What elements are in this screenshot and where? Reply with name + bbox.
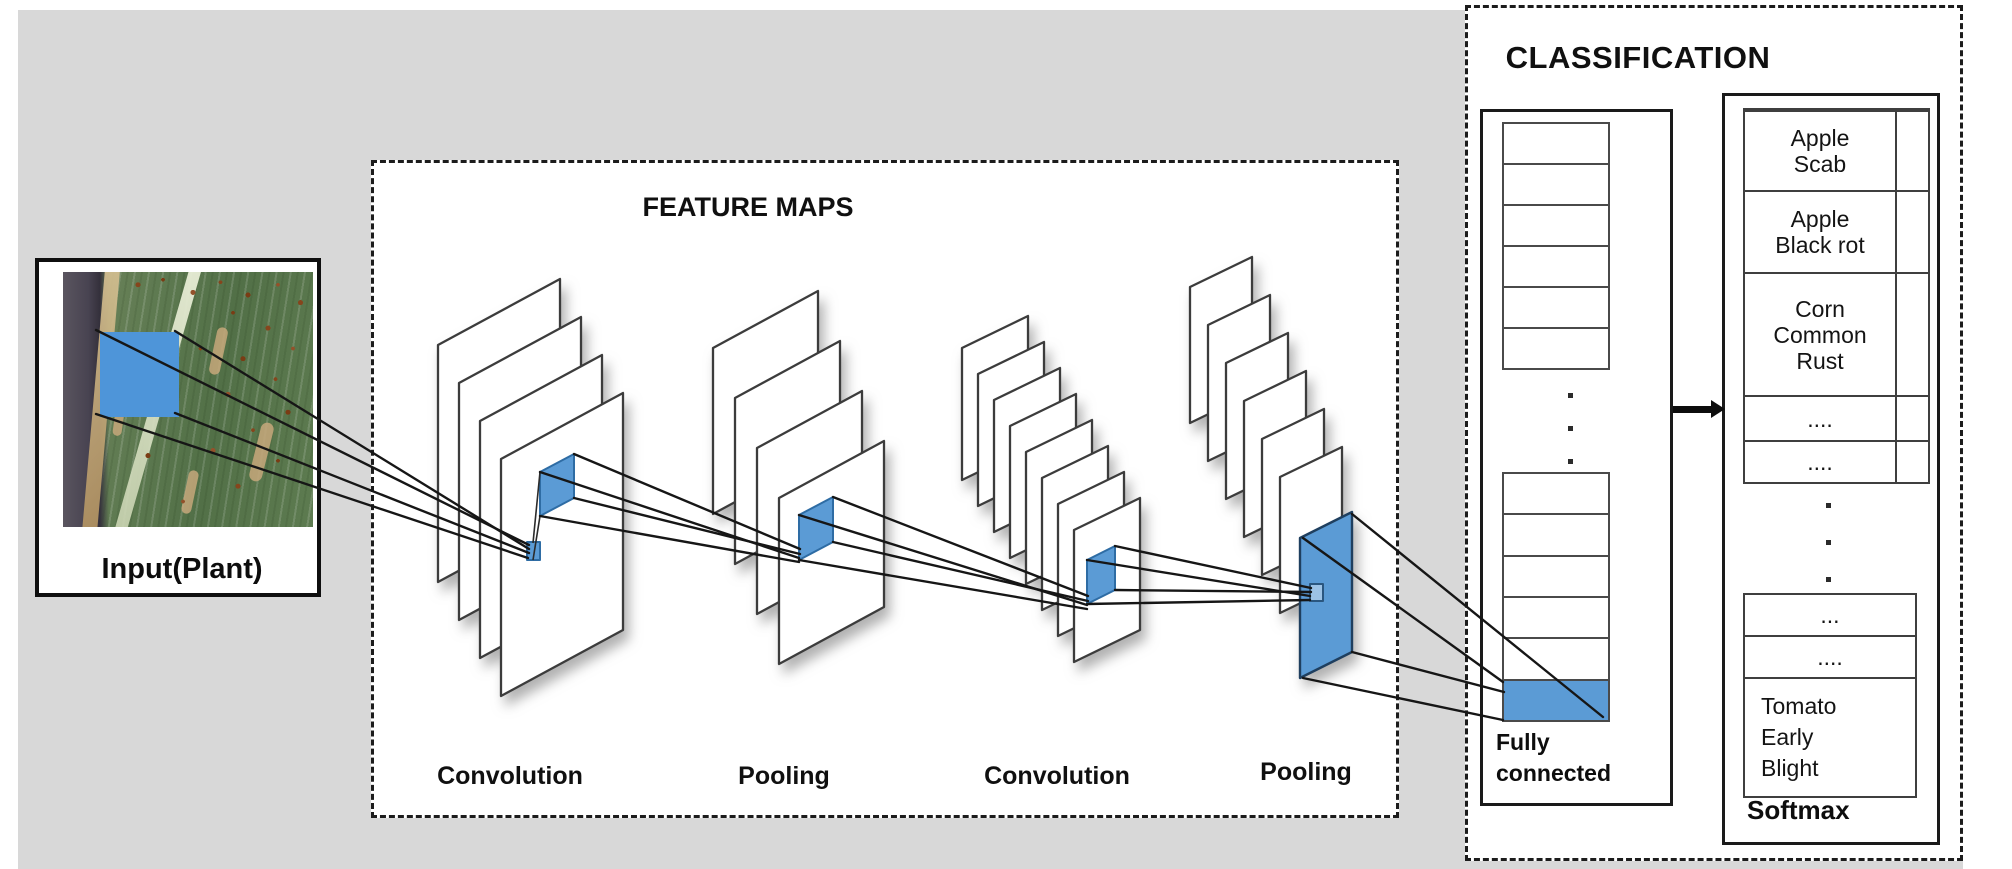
- softmax-ellipsis-dot: [1826, 540, 1831, 545]
- softmax-row: ....: [1745, 440, 1928, 482]
- fully-connected-label: Fully connected: [1496, 729, 1612, 786]
- softmax-lower-table: .......Tomato Early Blight: [1743, 593, 1917, 798]
- label-convolution-2: Convolution: [984, 762, 1130, 790]
- fc-cell: [1504, 286, 1608, 327]
- softmax-ellipsis-dot: [1826, 503, 1831, 508]
- input-label: Input(Plant): [101, 553, 263, 585]
- fc-cell: [1504, 637, 1608, 679]
- softmax-score-column-divider: [1895, 110, 1897, 482]
- fc-cell: [1504, 595, 1608, 638]
- fc-cell: [1504, 554, 1608, 596]
- fc-cell: [1504, 163, 1608, 204]
- fc-upper-cells: [1502, 122, 1610, 370]
- softmax-row: ...: [1820, 602, 1840, 628]
- softmax-row: ....: [1745, 395, 1928, 440]
- fc-cell: [1504, 124, 1608, 163]
- fc-cell: [1504, 204, 1608, 245]
- softmax-row: Corn Common Rust: [1745, 272, 1928, 395]
- fc-cell: [1504, 245, 1608, 286]
- fc-softmax-connector: [1673, 406, 1717, 413]
- fc-ellipsis-dot: [1568, 459, 1573, 464]
- fc-ellipsis-dot: [1568, 426, 1573, 431]
- feature-maps-title: FEATURE MAPS: [642, 192, 854, 222]
- label-convolution-1: Convolution: [437, 762, 583, 790]
- softmax-row: ....: [1745, 635, 1915, 677]
- fc-ellipsis-dot: [1568, 393, 1573, 398]
- fc-cell: [1504, 474, 1608, 514]
- label-pooling-1: Pooling: [738, 762, 830, 790]
- receptive-field-square: [100, 332, 179, 417]
- input-image-frame: Input(Plant): [35, 258, 321, 597]
- softmax-row: Apple Black rot: [1745, 190, 1928, 272]
- softmax-row: Apple Scab: [1745, 110, 1928, 190]
- label-pooling-2: Pooling: [1260, 758, 1352, 786]
- fc-cell: [1504, 327, 1608, 368]
- softmax-label: Softmax: [1747, 795, 1850, 825]
- softmax-row: Tomato Early Blight: [1745, 677, 1915, 796]
- softmax-ellipsis-dot: [1826, 577, 1831, 582]
- fc-cell-highlight: [1504, 678, 1608, 720]
- classification-title: CLASSIFICATION: [1505, 40, 1771, 75]
- fc-softmax-connector-arrowhead: [1711, 400, 1725, 418]
- feature-maps-box: [371, 160, 1399, 818]
- fc-cell: [1504, 513, 1608, 555]
- fc-lower-cells: [1502, 472, 1610, 722]
